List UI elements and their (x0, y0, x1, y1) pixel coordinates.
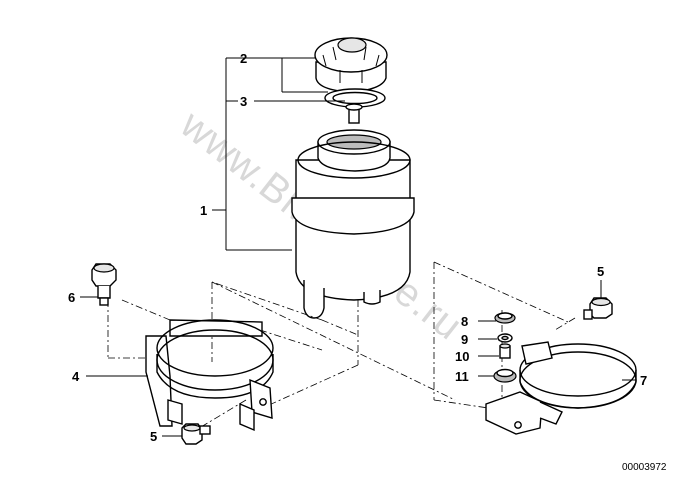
bolt-part-5-left (181, 423, 211, 445)
reservoir-cap (314, 37, 388, 93)
document-number: 00003972 (622, 462, 667, 473)
filter-stem (345, 103, 363, 124)
callout-5-left: 5 (150, 429, 157, 444)
callout-4: 4 (72, 369, 80, 384)
callout-9: 9 (461, 332, 468, 347)
callouts: 1 2 3 4 5 5 6 7 8 9 10 11 (68, 51, 647, 444)
hardware-stack (493, 312, 517, 383)
callout-1: 1 (200, 203, 207, 218)
callout-11: 11 (455, 369, 469, 384)
reservoir-assembly (291, 37, 415, 319)
assembly-lines (107, 261, 576, 431)
leader-lines-bottom (80, 280, 636, 437)
right-clamp (485, 341, 637, 435)
callout-5-right: 5 (597, 264, 604, 279)
bolt-part-6 (91, 263, 117, 306)
callout-2: 2 (240, 51, 247, 66)
callout-8: 8 (461, 314, 468, 329)
callout-10: 10 (455, 349, 469, 364)
reservoir-body (291, 129, 415, 319)
left-clamp-bracket (145, 319, 274, 432)
bolt-part-5-right (583, 297, 613, 320)
callout-3: 3 (240, 94, 247, 109)
callout-7: 7 (640, 373, 647, 388)
callout-6: 6 (68, 290, 75, 305)
leader-lines-top (212, 57, 345, 251)
